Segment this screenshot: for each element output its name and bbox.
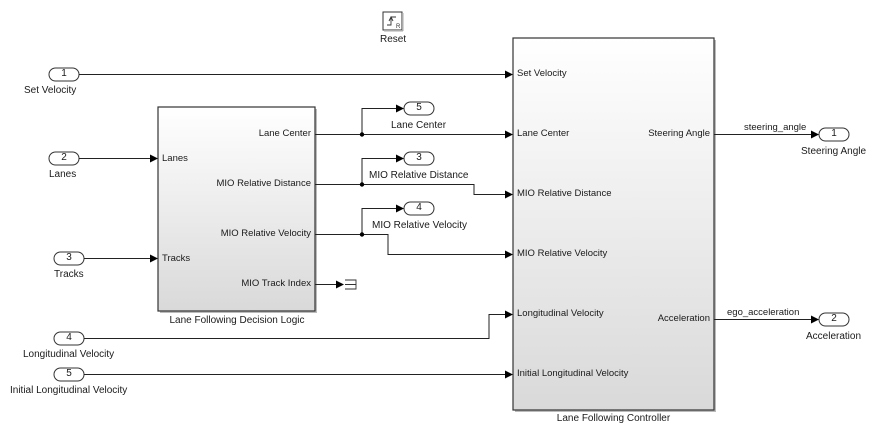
controller-input-initial-longitudinal-velocity: Initial Longitudinal Velocity: [517, 368, 629, 379]
line-lane-center-branch[interactable]: [361, 104, 404, 135]
outport-mio-velocity-label: MIO Relative Velocity: [372, 220, 468, 231]
inport-1-number: 1: [61, 68, 67, 79]
outport-mio-relative-distance[interactable]: [403, 151, 435, 166]
decision-input-lanes: Lanes: [162, 153, 188, 164]
decision-logic-title: Lane Following Decision Logic: [169, 315, 305, 326]
controller-output-steering-angle: Steering Angle: [648, 128, 710, 139]
decision-input-tracks: Tracks: [162, 253, 191, 264]
outport-acceleration-number: 2: [831, 313, 837, 324]
outport-lane-center-number: 5: [416, 102, 422, 113]
controller-input-set-velocity: Set Velocity: [517, 68, 567, 79]
branch-point-mio-distance: [359, 182, 365, 187]
controller-input-lane-center: Lane Center: [517, 128, 570, 139]
line-mio-velocity-branch[interactable]: [361, 204, 404, 235]
inport-5-number: 5: [66, 368, 72, 379]
signal-steering-angle: steering_angle: [744, 122, 807, 133]
controller-output-acceleration: Acceleration: [657, 313, 710, 324]
trigger-step-icon: R: [387, 15, 401, 30]
svg-text:R: R: [396, 24, 401, 30]
outport-lane-center-label: Lane Center: [391, 120, 447, 131]
outport-mio-distance-label: MIO Relative Distance: [369, 170, 469, 181]
decision-output-mio-velocity: MIO Relative Velocity: [220, 228, 311, 239]
controller-input-mio-distance: MIO Relative Distance: [517, 188, 612, 199]
controller-input-mio-velocity: MIO Relative Velocity: [517, 248, 608, 259]
outport-lane-center[interactable]: [403, 101, 435, 116]
inport-3-number: 3: [66, 252, 72, 263]
terminator-icon[interactable]: [345, 279, 357, 290]
controller-block[interactable]: [512, 37, 716, 412]
inport-3-label: Tracks: [54, 269, 84, 280]
outport-mio-distance-number: 3: [416, 152, 422, 163]
reset-label: Reset: [380, 34, 407, 45]
outport-acceleration-label: Acceleration: [806, 331, 862, 342]
inport-5-label: Initial Longitudinal Velocity: [10, 385, 128, 396]
inport-1-label: Set Velocity: [24, 85, 77, 96]
decision-output-lane-center: Lane Center: [258, 128, 311, 139]
controller-title: Lane Following Controller: [556, 413, 671, 424]
line-longitudinal-velocity[interactable]: [84, 310, 513, 339]
outport-steering-angle-label: Steering Angle: [801, 146, 867, 157]
line-mio-distance-branch[interactable]: [361, 154, 404, 185]
inport-4-label: Longitudinal Velocity: [23, 349, 115, 360]
controller-input-longitudinal-velocity: Longitudinal Velocity: [517, 308, 604, 319]
outport-mio-relative-velocity[interactable]: [403, 201, 435, 216]
line-mio-distance[interactable]: [315, 184, 513, 199]
signal-ego-acceleration: ego_acceleration: [727, 307, 800, 318]
decision-output-mio-distance: MIO Relative Distance: [216, 178, 311, 189]
outport-acceleration[interactable]: [818, 312, 850, 327]
outport-steering-angle-number: 1: [831, 128, 837, 139]
inport-2-number: 2: [61, 152, 67, 163]
branch-point-lane-center: [359, 132, 365, 137]
inport-4-number: 4: [66, 332, 72, 343]
branch-point-mio-velocity: [359, 232, 365, 237]
outport-mio-velocity-number: 4: [416, 202, 422, 213]
decision-logic-block[interactable]: [157, 106, 317, 313]
reset-block[interactable]: R: [382, 11, 404, 32]
inport-2-label: Lanes: [49, 169, 77, 180]
decision-output-mio-track-index: MIO Track Index: [241, 278, 311, 289]
outport-steering-angle[interactable]: [818, 127, 850, 142]
line-mio-velocity[interactable]: [315, 234, 513, 259]
